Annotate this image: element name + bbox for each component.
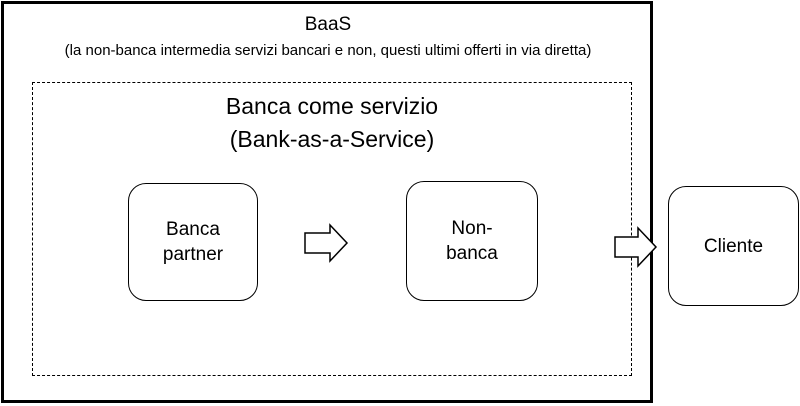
- outer-title: BaaS: [304, 14, 352, 35]
- block-arrow-right-icon: [304, 223, 349, 263]
- inner-title: Banca come servizio (Bank-as-a-Service): [225, 93, 439, 152]
- node-non-banca: Non- banca: [406, 181, 538, 301]
- node-cliente-label: Cliente: [703, 235, 764, 257]
- node-banca-partner-label: Banca partner: [162, 219, 224, 265]
- outer-subtitle: (la non-banca intermedia servizi bancari…: [64, 42, 592, 59]
- node-banca-partner: Banca partner: [128, 183, 258, 301]
- node-cliente: Cliente: [668, 186, 799, 306]
- node-non-banca-label: Non- banca: [446, 218, 498, 264]
- baas-inner-dashed-box: [32, 82, 632, 376]
- baas-outer-box: [1, 1, 653, 403]
- block-arrow-right-icon: [614, 226, 658, 268]
